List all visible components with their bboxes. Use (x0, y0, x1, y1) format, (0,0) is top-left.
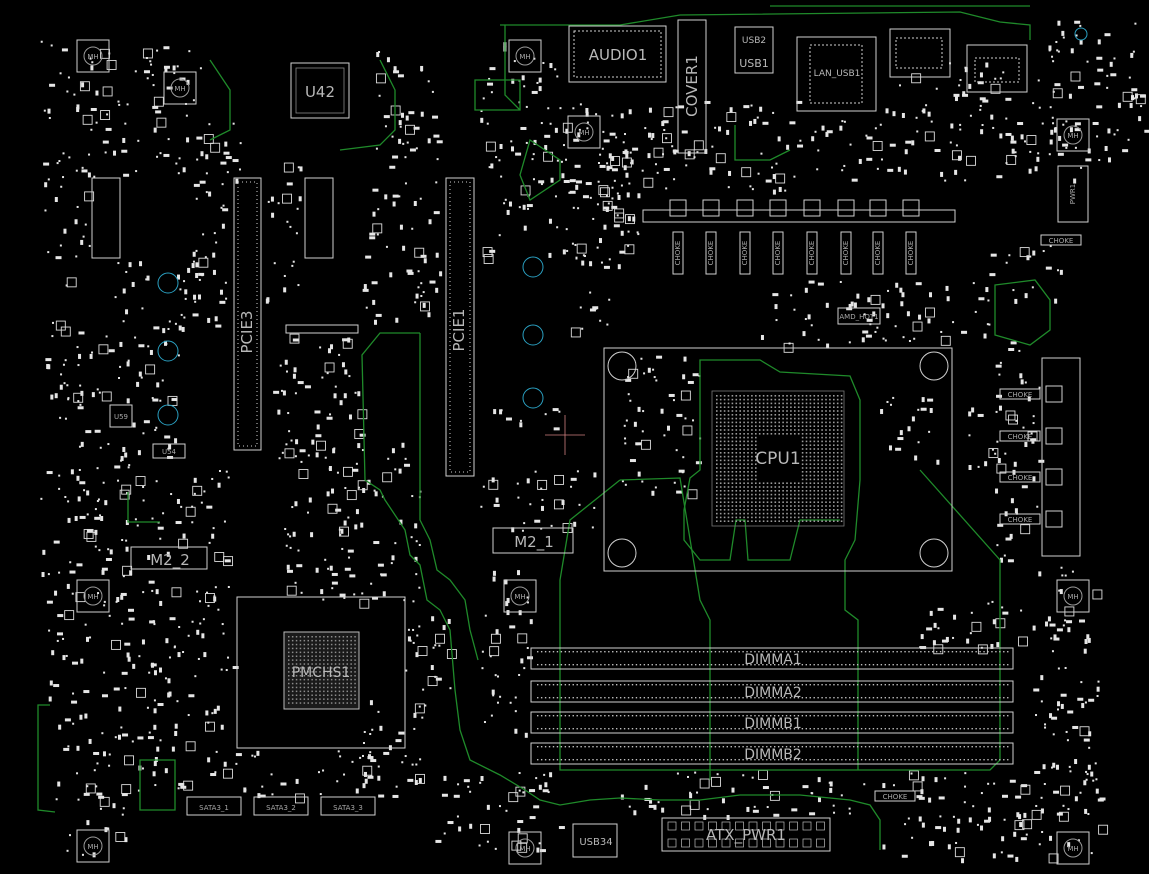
sata2-label: SATA3_2 (266, 804, 296, 812)
copper-traces (37, 5, 1051, 850)
usb2-label: USB2 (742, 36, 766, 46)
svg-text:CHOKE: CHOKE (883, 793, 908, 801)
chip-u42: U42 (290, 62, 350, 119)
svg-text:CHOKE: CHOKE (674, 241, 682, 266)
cpu-label: CPU1 (755, 449, 800, 469)
cpu-socket: CPU1 (603, 347, 953, 572)
svg-text:CHOKE: CHOKE (808, 241, 816, 266)
audio-connector: AUDIO1 (568, 25, 667, 83)
svg-text:CHOKE: CHOKE (1008, 391, 1033, 399)
svg-text:CHOKE: CHOKE (1008, 516, 1033, 524)
m2-2-label: M2_2 (150, 551, 190, 570)
pcie1-slot: PCIE1 (445, 177, 475, 477)
atx-pins (667, 821, 825, 848)
svg-text:MH: MH (1067, 845, 1078, 853)
svg-text:MH: MH (1067, 132, 1078, 140)
small-chips: U54 U59 AMD_HOT1 PWR1 (109, 165, 1089, 557)
dimm-a1-label: DIMMA1 (744, 652, 802, 668)
video-connectors (889, 28, 1028, 93)
lan-usb-label: LAN_USB1 (814, 69, 861, 79)
usb34-label: USB34 (579, 837, 612, 848)
svg-text:CHOKE: CHOKE (707, 241, 715, 266)
usb-stack: USB2 USB1 (734, 26, 774, 74)
atx-power-connector: ATX_PWR1 (661, 817, 831, 852)
atx-label: ATX_PWR1 (706, 826, 786, 845)
m2-1-label: M2_1 (514, 533, 554, 552)
mounting-hole-markers: MH MH MH MH MH MH MH MH MH MH MH (76, 39, 1090, 865)
svg-text:MH: MH (87, 843, 98, 851)
usb34-header: USB34 (572, 823, 618, 858)
svg-text:CHOKE: CHOKE (907, 241, 915, 266)
crosshair-marker (545, 415, 585, 455)
svg-text:CHOKE: CHOKE (842, 241, 850, 266)
u59-label: U59 (114, 413, 128, 421)
lan-usb-connector: LAN_USB1 (796, 36, 877, 112)
audio-label: AUDIO1 (589, 46, 648, 64)
svg-text:CHOKE: CHOKE (874, 241, 882, 266)
dimm-b2-label: DIMMB2 (744, 747, 802, 763)
svg-text:MH: MH (1067, 593, 1078, 601)
cover-label: COVER1 (683, 55, 701, 117)
cpu-pin-grid (716, 395, 843, 522)
mounting-holes (157, 27, 1088, 426)
svg-text:CHOKE: CHOKE (1049, 237, 1074, 245)
pcie1-label: PCIE1 (450, 309, 468, 352)
chipset-pmchs: PMCHS1 (236, 596, 406, 749)
pwr-label: PWR1 (1069, 184, 1077, 204)
svg-text:MH: MH (87, 593, 98, 601)
choke-row: CHOKE CHOKE CHOKE CHOKE CHOKE CHOKE CHOKE CHOKE (642, 199, 956, 275)
chipset-pin-grid (288, 636, 356, 704)
sata3-label: SATA3_3 (333, 804, 363, 812)
m2-slots: M2_1 M2_2 (130, 527, 574, 570)
u42-label: U42 (305, 83, 335, 101)
dimm-pins (537, 651, 1009, 761)
svg-text:MH: MH (514, 593, 525, 601)
svg-text:CHOKE: CHOKE (774, 241, 782, 266)
sata1-label: SATA3_1 (199, 804, 229, 812)
svg-text:MH: MH (519, 845, 530, 853)
dimm-a2-label: DIMMA2 (744, 685, 802, 701)
u54-label: U54 (162, 448, 177, 456)
svg-text:MH: MH (87, 53, 98, 61)
pcie3-label: PCIE3 (238, 311, 256, 354)
pcie3-slot: PCIE3 (233, 177, 262, 451)
svg-text:MH: MH (578, 129, 589, 137)
sata-connectors: SATA3_1 SATA3_2 SATA3_3 (186, 796, 376, 816)
svg-text:CHOKE: CHOKE (1008, 474, 1033, 482)
pin-headers (91, 177, 359, 334)
usb1-label: USB1 (739, 57, 769, 70)
dimm-b1-label: DIMMB1 (744, 716, 802, 732)
dimm-slots: DIMMA1 DIMMA2 DIMMB1 DIMMB2 (530, 647, 1014, 765)
svg-text:CHOKE: CHOKE (741, 241, 749, 266)
svg-text:CHOKE: CHOKE (1008, 433, 1033, 441)
choke-column-right: CHOKE CHOKE CHOKE CHOKE CHOKE CHOKE (874, 234, 1082, 802)
svg-text:MH: MH (519, 53, 530, 61)
svg-text:MH: MH (174, 85, 185, 93)
pmchs-label: PMCHS1 (292, 665, 351, 681)
component-pads (40, 20, 1149, 864)
cover-component: COVER1 (677, 19, 707, 154)
amd-hot-label: AMD_HOT1 (839, 313, 878, 321)
